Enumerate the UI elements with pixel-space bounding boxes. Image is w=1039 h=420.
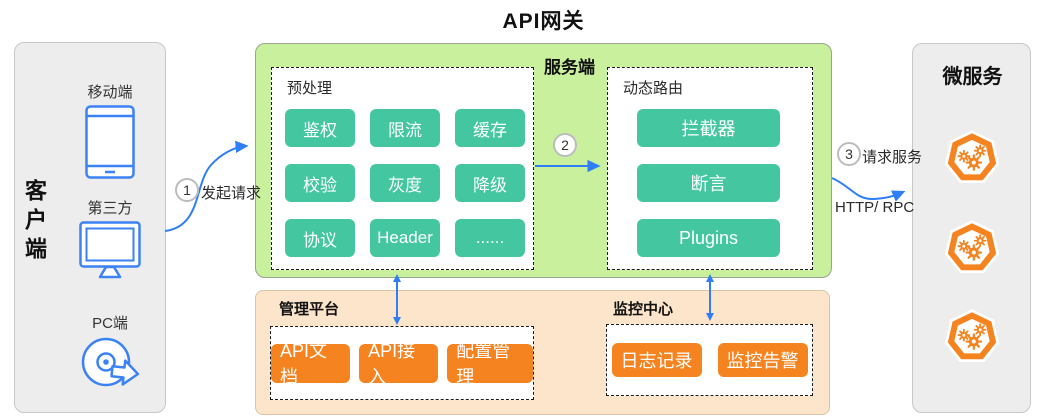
flow-label-protocol: HTTP/ RPC [835,199,915,216]
cd-arrow-icon [81,335,141,391]
step-badge-3: 3 [837,142,861,166]
client-item-pc-label: PC端 [92,315,128,332]
flow-label-request-service: 请求服务 [862,149,923,166]
node-header: Header [370,219,440,257]
monitor-icon [79,221,141,283]
node-interceptor: 拦截器 [637,109,780,147]
node-more: ...... [455,219,525,257]
management-panel: 管理平台 监控中心 API文档 API接入 配置管理 日志记录 监控告警 [255,290,830,415]
arrow-gateway-to-microservices [831,177,906,202]
monitoring-group: 日志记录 监控告警 [606,324,813,396]
node-config-mgmt: 配置管理 [447,341,533,387]
page-title: API网关 [502,10,585,33]
monitoring-title: 监控中心 [613,301,674,318]
node-auth: 鉴权 [285,109,355,147]
node-api-access: API接入 [359,341,439,387]
client-item-mobile-label: 移动端 [87,84,133,101]
server-panel-label: 服务端 [544,58,595,77]
management-title: 管理平台 [279,301,340,318]
microservice-heptagon-icon [943,219,1001,277]
client-item-thirdparty-label: 第三方 [87,200,133,217]
management-group: API文档 API接入 配置管理 [270,326,534,400]
smartphone-icon [85,105,135,179]
node-ratelimit: 限流 [370,109,440,147]
preprocess-grid: 鉴权 限流 缓存 校验 灰度 降级 协议 Header ...... [285,109,525,257]
microservice-heptagon-icon [943,308,1001,366]
node-cache: 缓存 [455,109,525,147]
server-panel: 服务端 预处理 鉴权 限流 缓存 校验 灰度 降级 协议 Header ....… [255,43,832,278]
step-badge-1: 1 [175,178,199,202]
routing-group: 动态路由 拦截器 断言 Plugins [607,67,813,270]
preprocess-title: 预处理 [287,80,333,97]
flow-label-request: 发起请求 [201,185,262,202]
node-predicate: 断言 [637,164,780,202]
node-validate: 校验 [285,164,355,202]
node-api-docs: API文档 [271,341,351,387]
routing-title: 动态路由 [623,80,684,97]
client-panel-title: 客户端 [22,179,47,266]
node-logging: 日志记录 [611,343,702,377]
node-alerting: 监控告警 [717,343,808,377]
node-protocol: 协议 [285,219,355,257]
client-panel: 客户端 移动端 第三方 PC端 [14,42,166,413]
preprocess-group: 预处理 鉴权 限流 缓存 校验 灰度 降级 协议 Header ...... [271,67,534,270]
node-degrade: 降级 [455,164,525,202]
node-plugins: Plugins [637,219,780,257]
step-badge-2: 2 [553,133,577,157]
microservices-title: 微服务 [942,66,1003,88]
node-gray: 灰度 [370,164,440,202]
microservice-heptagon-icon [943,129,1001,187]
microservices-panel: 微服务 [912,43,1031,413]
routing-list: 拦截器 断言 Plugins [637,109,780,257]
